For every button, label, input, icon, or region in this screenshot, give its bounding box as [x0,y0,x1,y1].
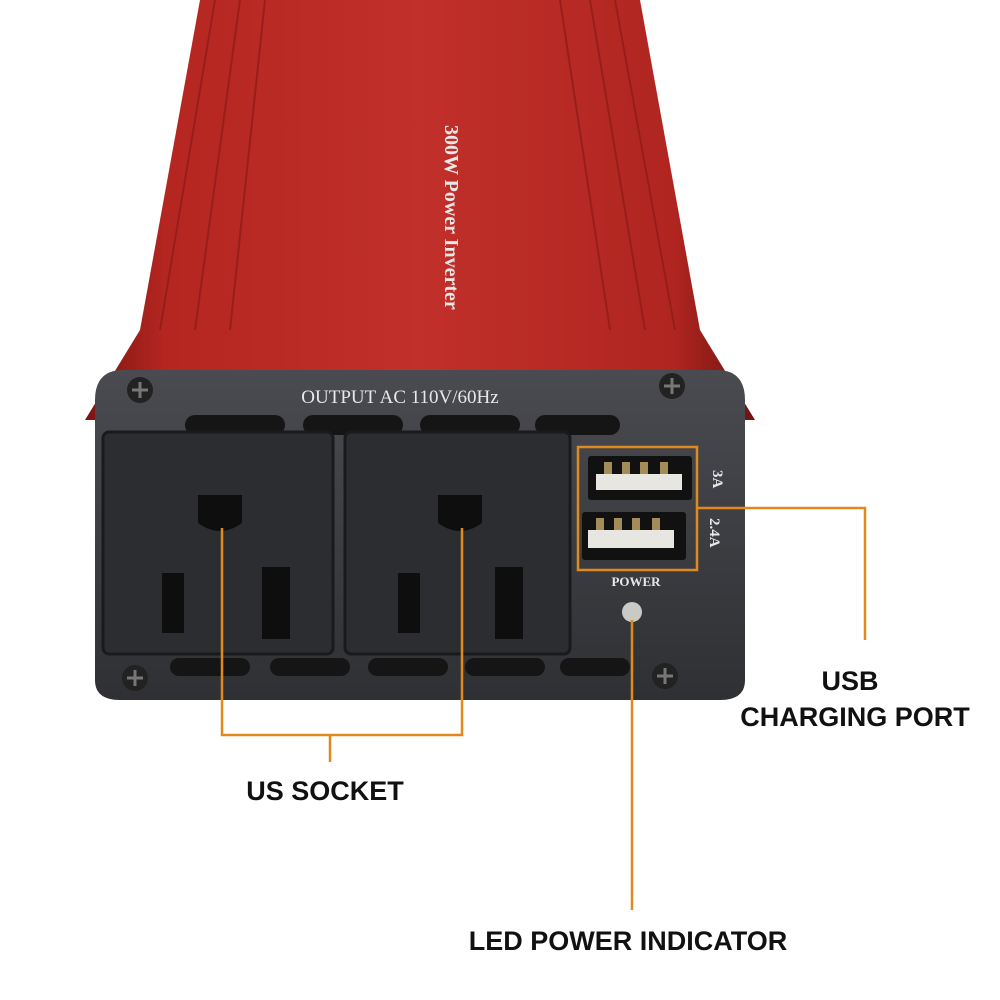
usb-port-2[interactable] [582,512,686,560]
us-socket-right[interactable] [343,430,572,656]
usb-port-1[interactable] [588,456,692,500]
housing-top [85,0,755,420]
led-indicator [622,602,642,622]
product-top-label: 300W Power Inverter [440,125,462,310]
usb-port-2-rating: 2.4A [706,518,722,548]
us-socket-left[interactable] [101,430,335,656]
usb-callout-line2: CHARGING PORT [740,702,970,732]
screw-icon [652,663,678,689]
output-label: OUTPUT AC 110V/60Hz [301,387,498,408]
vent-slots [170,415,630,676]
screw-icon [659,373,685,399]
power-label: POWER [611,574,661,589]
screw-icon [127,377,153,403]
callout-lines [220,445,867,910]
housing-ridges [159,0,676,331]
led-callout: LED POWER INDICATOR [469,926,788,956]
usb-callout-line1: USB [821,666,878,696]
screw-icon [122,665,148,691]
usb-port-1-rating: 3A [709,470,725,489]
us-socket-callout: US SOCKET [246,776,404,806]
